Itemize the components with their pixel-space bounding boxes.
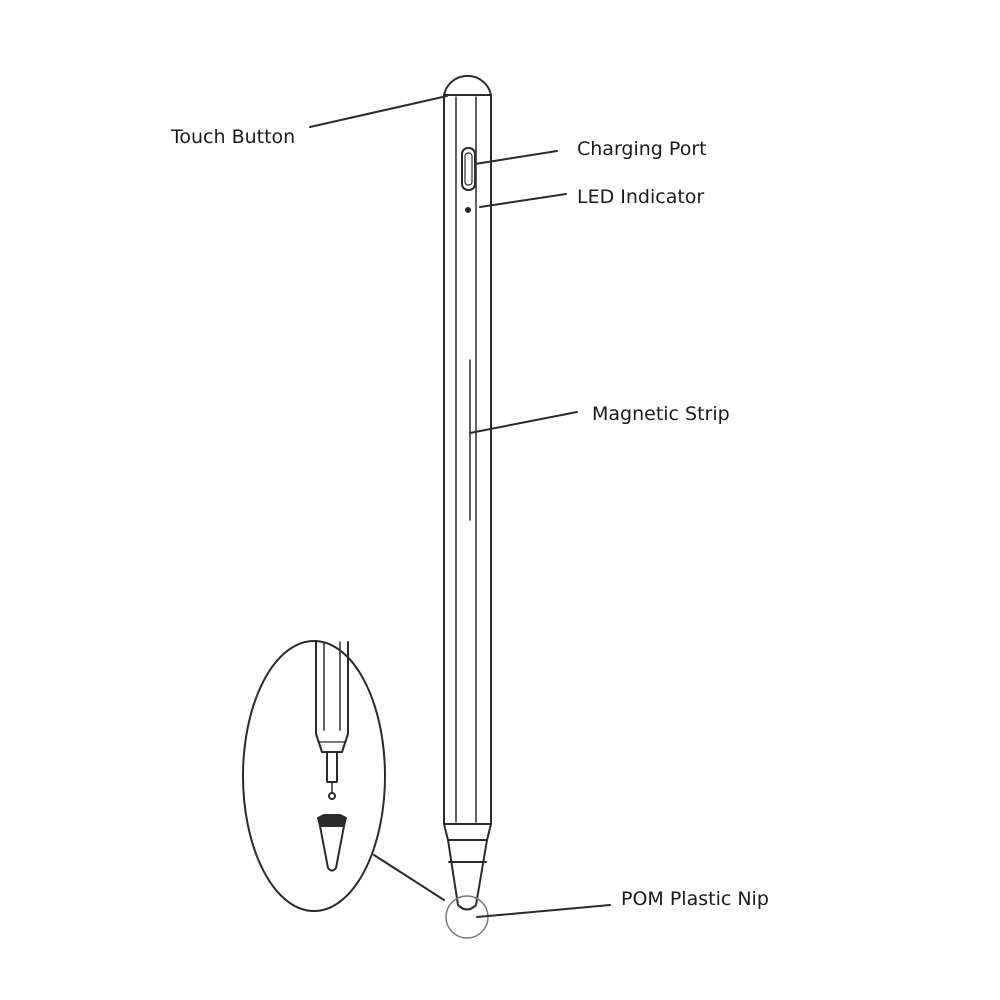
charging-port [461,147,476,191]
zoom-inset-contents [315,641,349,872]
leader-led-indicator [479,193,567,208]
pen-tip-cone [447,839,488,911]
label-magnetic-strip: Magnetic Strip [592,403,730,425]
zoom-inset-ellipse [242,640,386,912]
label-touch-button: Touch Button [171,126,296,148]
leader-nip [476,904,611,918]
pen-tip-collar [443,823,492,841]
leader-magnetic-strip [469,411,578,434]
label-charging-port: Charging Port [577,138,707,160]
charging-port-inner [464,152,473,186]
touch-button-cap [443,74,492,96]
pen-body-outline [443,94,492,825]
leader-charging-port [474,150,558,165]
label-led-indicator: LED Indicator [577,186,705,208]
label-nip: POM Plastic Nip [621,888,769,910]
zoom-connector-line [373,854,445,901]
leader-touch-button [309,95,448,128]
led-indicator [465,207,471,213]
